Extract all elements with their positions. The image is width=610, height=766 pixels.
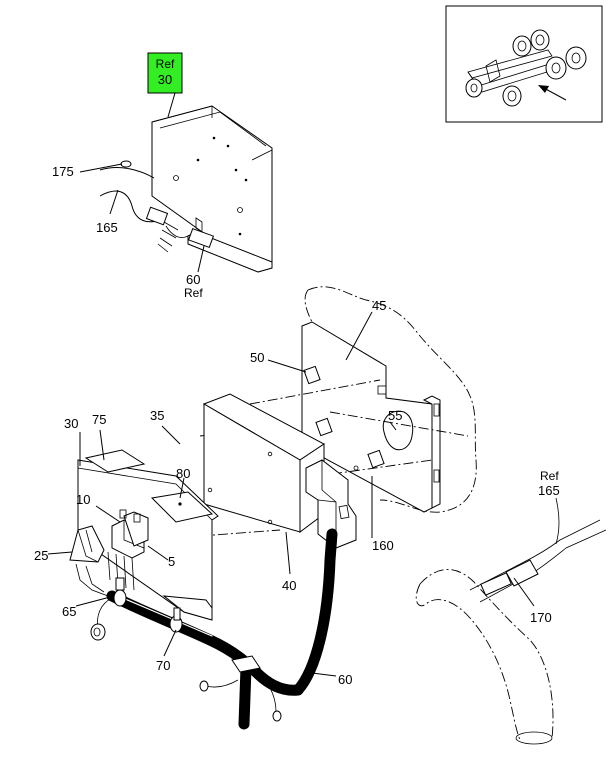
main-harness <box>75 528 338 730</box>
callout-75: 75 <box>92 412 106 427</box>
callout-165-right: 165 <box>538 483 560 498</box>
callout-165: 165 <box>96 220 118 235</box>
callout-25: 25 <box>34 548 48 563</box>
locator-inset <box>445 5 603 123</box>
callout-165-ref: Ref <box>540 469 559 483</box>
connector-25 <box>47 525 109 597</box>
callout-35: 35 <box>150 408 164 423</box>
callout-80: 80 <box>176 466 190 481</box>
callout-60-top: 60 <box>186 272 200 287</box>
callout-170: 170 <box>530 610 552 625</box>
callout-55: 55 <box>388 408 402 423</box>
right-detail <box>415 497 607 745</box>
cab-outline <box>304 286 477 513</box>
top-panel-assembly <box>79 105 273 273</box>
highlight-box <box>147 52 183 94</box>
callout-45: 45 <box>372 298 386 313</box>
callout-10: 10 <box>76 492 90 507</box>
callout-30: 30 <box>64 416 78 431</box>
callout-175: 175 <box>52 164 74 179</box>
callout-65: 65 <box>62 604 76 619</box>
module-40 <box>202 393 357 575</box>
callout-60-bottom: 60 <box>338 672 352 687</box>
location-arrow-icon <box>538 85 567 101</box>
callout-40: 40 <box>282 578 296 593</box>
callout-160: 160 <box>372 538 394 553</box>
callout-60-top-ref: Ref <box>184 286 203 300</box>
callout-5: 5 <box>168 554 175 569</box>
ref-30-highlight[interactable]: Ref 30 <box>147 52 183 118</box>
highlight-part-number: 30 <box>158 72 172 87</box>
highlight-ref-text: Ref <box>156 57 175 71</box>
relay-group <box>95 505 169 591</box>
callout-50: 50 <box>250 350 264 365</box>
callout-70: 70 <box>156 658 170 673</box>
truck-chassis-icon <box>465 29 587 107</box>
